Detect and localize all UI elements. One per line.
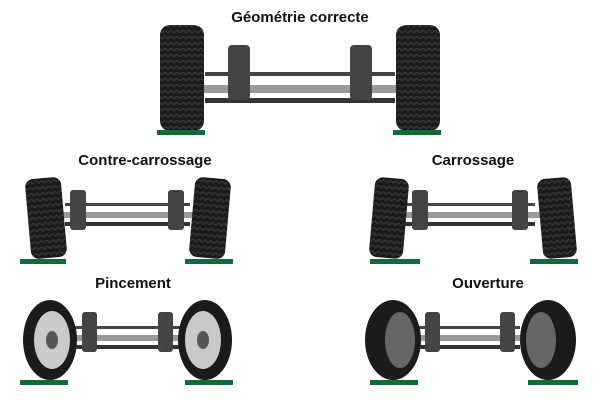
tire-right [189, 177, 231, 259]
title-toe-out: Ouverture [452, 275, 524, 292]
title-correct-geometry: Géométrie correcte [231, 9, 369, 26]
suspension-right [350, 45, 372, 100]
axle-bar [200, 85, 400, 93]
ground-right [528, 380, 578, 385]
hub-icon [526, 312, 556, 368]
tire-left [369, 177, 409, 259]
hub-icon [385, 312, 415, 368]
tire-right [178, 300, 232, 380]
ground-left [20, 380, 68, 385]
tire-left [25, 177, 67, 259]
ground-right [185, 259, 233, 264]
axle-positive-camber [369, 177, 578, 264]
tire-right [537, 177, 577, 259]
suspension-left [228, 45, 250, 100]
title-toe-in: Pincement [95, 275, 171, 292]
axle-negative-camber [20, 177, 233, 264]
axle-toe-out [365, 300, 578, 385]
ground-right [530, 259, 578, 264]
ground-right [393, 130, 441, 135]
tire-left [160, 25, 204, 131]
ground-left [370, 259, 420, 264]
ground-right [185, 380, 233, 385]
axle-correct [157, 25, 441, 135]
tire-left [23, 300, 77, 380]
ground-left [370, 380, 418, 385]
axle-toe-in [20, 300, 233, 385]
tire-right [396, 25, 440, 131]
ground-left [157, 130, 205, 135]
ground-left [20, 259, 66, 264]
tire-left [365, 300, 421, 380]
title-negative-camber: Contre-carrossage [78, 152, 212, 169]
title-positive-camber: Carrossage [431, 152, 515, 169]
tire-right [520, 300, 576, 380]
